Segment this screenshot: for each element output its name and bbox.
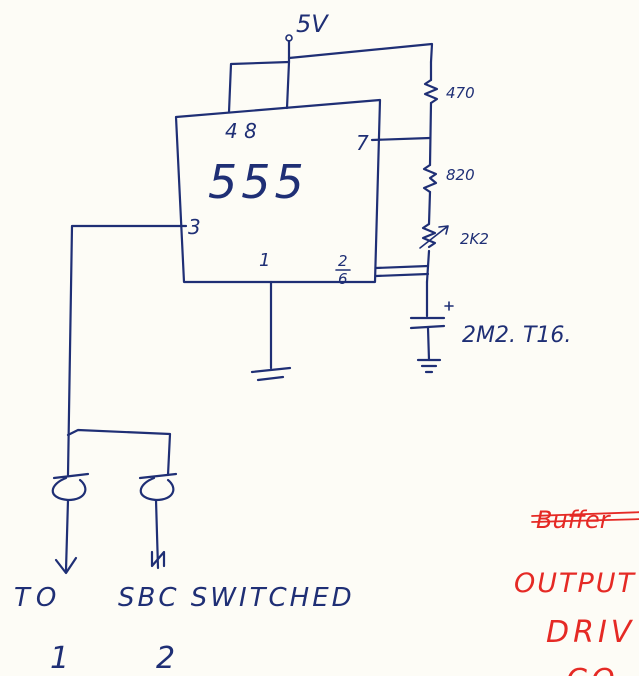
resistor-820-label: 820 xyxy=(446,166,475,184)
pin-2-label: 2 xyxy=(338,252,348,270)
capacitor-ground-icon xyxy=(416,358,442,374)
pin-1-label: 1 xyxy=(259,250,270,271)
red-note-line-3: CO xyxy=(566,663,619,676)
output-wire xyxy=(66,224,188,477)
capacitor-label: 2M2. T16. xyxy=(462,323,571,348)
output-arrow-icon xyxy=(54,556,78,575)
pin-3-label: 3 xyxy=(188,215,201,239)
pin7-wire xyxy=(370,136,432,142)
output-n-marker-icon xyxy=(150,550,166,568)
switched-label: SBC SWITCHED xyxy=(118,583,355,613)
resistor-2k2 xyxy=(421,222,437,249)
pin8-wire xyxy=(285,60,291,110)
ic-part-number: 555 xyxy=(208,155,308,209)
strike-line xyxy=(531,511,639,517)
pin1-ground xyxy=(250,280,292,382)
branch-wire xyxy=(66,428,172,477)
capacitor-plus-sign xyxy=(444,301,454,311)
timing-capacitor: 2M2. T16. xyxy=(409,301,571,374)
supply-label: 5V xyxy=(296,10,329,38)
output-number-2: 2 xyxy=(156,641,175,676)
resistor-470-label: 470 xyxy=(446,84,475,102)
pin-6-label: 6 xyxy=(338,270,348,288)
pin-7-label: 7 xyxy=(356,131,369,155)
resistor-2k2-label: 2K2 xyxy=(460,230,489,248)
resistor-2k2-arrow xyxy=(419,225,449,249)
red-annotations: Buffer OUTPUT DRIV CO xyxy=(514,506,639,676)
output-number-1: 1 xyxy=(50,641,69,676)
resistor-820 xyxy=(422,163,438,194)
ground-icon xyxy=(250,366,292,382)
to-label: TO xyxy=(14,583,62,613)
resistor-470 xyxy=(423,78,439,105)
pin4-wire xyxy=(227,60,291,114)
red-note-line-1: OUTPUT xyxy=(514,568,637,599)
pin2-6-wire xyxy=(374,264,430,270)
red-note-line-2: DRIV xyxy=(546,615,635,650)
output-switch-2 xyxy=(138,472,178,570)
pin-4-8-label: 4 8 xyxy=(225,119,257,143)
output-switch-1 xyxy=(51,472,90,575)
resistor-chain: 470 820 2K2 xyxy=(370,60,489,284)
supply-rail xyxy=(287,42,434,64)
ic-555: 555 4 8 7 3 1 2 6 xyxy=(174,98,382,288)
